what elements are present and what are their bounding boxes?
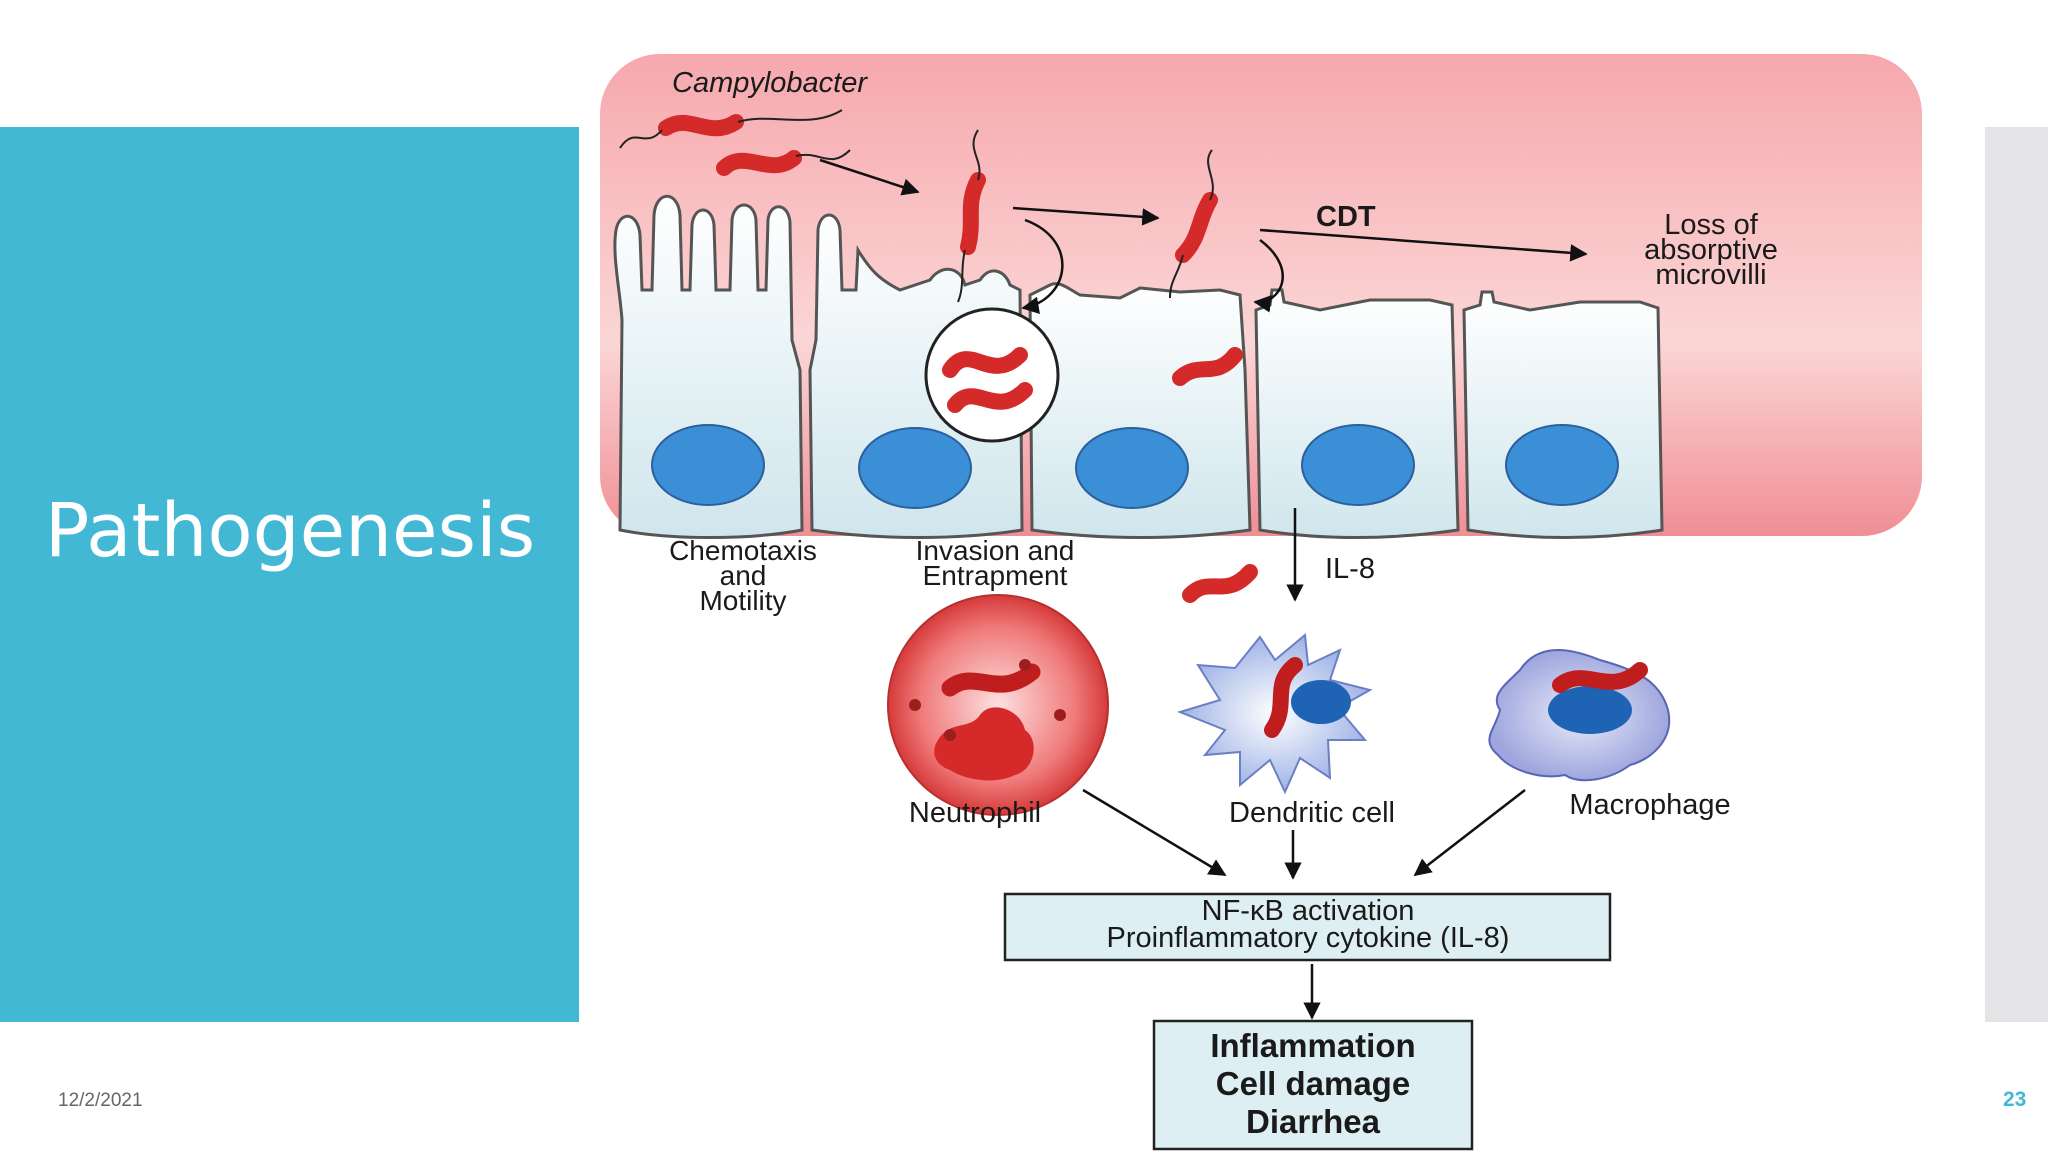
nucleus-3	[1075, 427, 1189, 509]
stage-chemotaxis-line-1: Chemotaxis	[669, 535, 817, 566]
macrophage-label: Macrophage	[1569, 789, 1730, 821]
process-arrows	[819, 158, 1588, 1020]
il8-label: IL-8	[1325, 553, 1375, 585]
stage-chemotaxis-line-2: and	[720, 560, 767, 591]
bacterium-3	[960, 172, 986, 255]
outcome-line-2: Cell damage	[1216, 1065, 1410, 1102]
cdt-label: CDT	[1316, 201, 1376, 233]
right-decor-strip	[1985, 127, 2048, 1022]
epithelial-nuclei	[651, 424, 1619, 509]
macrophage-cell	[1488, 649, 1671, 782]
flagella	[619, 109, 1214, 303]
stage-invasion-line-2: Entrapment	[923, 560, 1068, 591]
bacterium-6	[1182, 564, 1258, 603]
bacterium-1	[658, 114, 744, 137]
title-panel: Pathogenesis	[0, 127, 579, 1022]
nfkb-box	[1003, 892, 1612, 962]
nfkb-line-2: Proinflammatory cytokine (IL-8)	[1107, 922, 1510, 954]
stage-chemotaxis-line-3: Motility	[699, 585, 786, 616]
nucleus-2	[858, 427, 972, 509]
slide-date: 12/2/2021	[58, 1090, 143, 1111]
slide-page-number: 23	[2003, 1088, 2027, 1111]
nucleus-5	[1505, 424, 1619, 506]
bacterium-4	[1175, 192, 1218, 263]
microvilli-loss-line-3: microvilli	[1655, 259, 1766, 291]
outcome-line-1: Inflammation	[1210, 1027, 1415, 1064]
neutrophil-cell	[887, 594, 1109, 816]
dendritic-cell	[1176, 633, 1373, 795]
outcome-box	[1152, 1019, 1474, 1151]
microvilli-loss-line-2: absorptive	[1644, 234, 1778, 266]
bacterium-5	[1172, 347, 1243, 386]
neutrophil-label: Neutrophil	[909, 797, 1041, 829]
dendritic-cell-label: Dendritic cell	[1229, 797, 1395, 829]
nfkb-line-1: NF-κB activation	[1202, 895, 1415, 927]
microvilli-loss-line-1: Loss of	[1664, 209, 1758, 241]
nucleus-1	[651, 424, 765, 506]
slide-title: Pathogenesis	[44, 488, 536, 574]
entrapped-bacteria	[942, 347, 1033, 413]
nucleus-4	[1301, 424, 1415, 506]
stage-invasion-line-1: Invasion and	[916, 535, 1075, 566]
outcome-line-3: Diarrhea	[1246, 1103, 1381, 1140]
bacteria	[658, 114, 1258, 603]
campylobacter-label: Campylobacter	[672, 67, 868, 99]
pathogenesis-diagrams: Campylobacter CDT Loss of absorptive mic…	[600, 54, 1922, 1151]
bacterium-2	[716, 150, 802, 176]
